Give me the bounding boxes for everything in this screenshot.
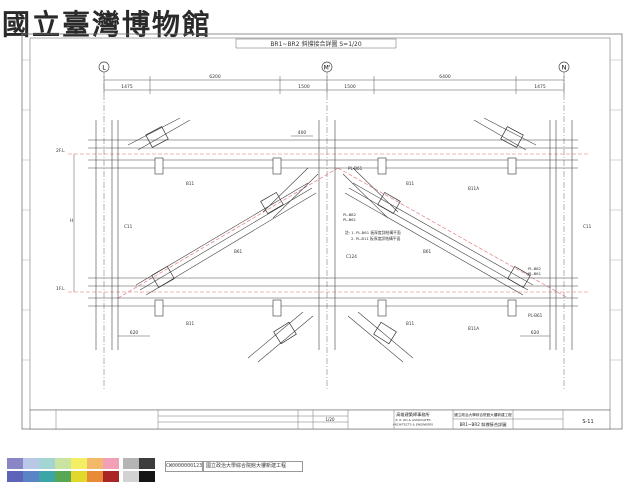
svg-text:PL-B61: PL-B61 <box>528 313 543 318</box>
inner-frame <box>29 37 611 411</box>
svg-text:M': M' <box>324 65 331 72</box>
firm-name-en-2: ARCHITECTS & ENGINEERS <box>393 423 433 427</box>
svg-text:B11A: B11A <box>468 186 479 191</box>
swatch <box>71 458 87 469</box>
title-block: 高雄建築師事務所 R. R. RO & ASSOCIATES ARCHITECT… <box>29 409 611 430</box>
archive-label: 國立政治大學綜合院館大樓新建工程 <box>203 461 303 472</box>
grid-lines <box>103 72 565 390</box>
scale-value: 1/20 <box>326 417 335 422</box>
member-labels: B11 B11 B11A B11 B11 B11A B61 B61 C11 C1… <box>124 166 592 331</box>
grid-bubble-l: L <box>98 61 110 73</box>
dim-620-left: 620 <box>130 330 139 336</box>
swatch <box>7 471 23 482</box>
svg-text:B11: B11 <box>406 321 415 326</box>
gray-swatch <box>139 458 155 469</box>
drawing-title: BR1~BR2 斜撐接合詳圖 S=1/20 <box>270 40 362 48</box>
color-swatches-row2 <box>7 471 119 482</box>
dim-620-right: 620 <box>531 330 540 336</box>
svg-text:PL-B82: PL-B82 <box>343 212 357 217</box>
gusset-plates <box>145 126 531 345</box>
svg-text:L: L <box>102 64 106 72</box>
swatch <box>55 471 71 482</box>
swatch <box>55 458 71 469</box>
gray-swatches <box>123 458 155 469</box>
grid-bubble-n: N <box>558 61 570 73</box>
firm-name-cn: 高雄建築師事務所 <box>396 411 430 418</box>
svg-text:6200: 6200 <box>209 74 221 80</box>
svg-text:6400: 6400 <box>439 74 451 80</box>
svg-text:PL-B82: PL-B82 <box>528 266 542 271</box>
svg-text:註: 1. PL-B61 板厚度詳結構平面: 註: 1. PL-B61 板厚度詳結構平面 <box>345 230 401 235</box>
svg-text:1475: 1475 <box>534 84 546 90</box>
svg-text:C11: C11 <box>124 224 133 229</box>
svg-text:B11: B11 <box>186 181 195 186</box>
museum-stamp-title: 國立臺灣博物館 <box>2 8 213 41</box>
svg-text:1500: 1500 <box>298 84 310 90</box>
svg-text:B61: B61 <box>234 249 243 254</box>
dimension-lines <box>103 76 565 94</box>
columns <box>95 120 573 350</box>
small-dims <box>118 135 550 337</box>
lower-beam <box>88 277 578 307</box>
level-label-2f: 2F.L <box>56 148 65 154</box>
gray-swatch <box>139 471 155 482</box>
gray-swatch <box>123 458 139 469</box>
swatch <box>87 471 103 482</box>
swatch <box>23 471 39 482</box>
archive-id: CW0000000123 <box>165 461 203 472</box>
red-centerlines <box>68 153 588 299</box>
swatch <box>39 458 55 469</box>
swatch <box>87 458 103 469</box>
svg-text:C124: C124 <box>346 254 357 259</box>
swatch <box>103 471 119 482</box>
level-label-1f: 1F.L <box>56 286 65 292</box>
svg-text:2. PL-B11 板厚度詳結構平面: 2. PL-B11 板厚度詳結構平面 <box>351 236 401 241</box>
svg-text:B61: B61 <box>423 249 432 254</box>
height-dim-label: H <box>70 218 73 224</box>
svg-text:PL-B61: PL-B61 <box>528 271 542 276</box>
grid-bubble-m: M' <box>321 61 333 73</box>
plate-notes: PL-B82 PL-B61 PL-B82 PL-B61 註: 1. PL-B61… <box>343 212 542 276</box>
svg-text:B11A: B11A <box>468 326 479 331</box>
project-name: 國立政治大學綜合院館大樓新建工程 <box>454 412 512 417</box>
svg-text:B11: B11 <box>406 181 415 186</box>
sheet-title: BR1~BR2 斜撐接合詳圖 <box>460 421 507 428</box>
stiffeners <box>154 157 517 317</box>
dimension-text: 1475 6200 1500 1500 6400 1475 <box>121 74 546 90</box>
firm-name-en-1: R. R. RO & ASSOCIATES <box>395 418 430 422</box>
svg-text:PL-B61: PL-B61 <box>343 217 357 222</box>
svg-text:B11: B11 <box>186 321 195 326</box>
swatch <box>23 458 39 469</box>
svg-text:1500: 1500 <box>344 84 356 90</box>
swatch <box>71 471 87 482</box>
gray-swatches-row2 <box>123 471 155 482</box>
svg-text:N: N <box>562 64 567 72</box>
svg-text:C11: C11 <box>583 224 592 229</box>
color-swatches <box>7 458 119 469</box>
svg-text:PL-B61: PL-B61 <box>348 166 363 171</box>
swatch <box>39 471 55 482</box>
drawing-sheet: BR1~BR2 斜撐接合詳圖 S=1/20 L M' N 1475 6200 1… <box>21 33 623 430</box>
svg-text:1475: 1475 <box>121 84 133 90</box>
frame-ticks <box>22 59 622 361</box>
upper-beam <box>88 139 578 169</box>
dim-400: 400 <box>298 130 307 136</box>
gray-swatch <box>123 471 139 482</box>
sheet-number: S-11 <box>582 419 593 425</box>
swatch <box>103 458 119 469</box>
swatch <box>7 458 23 469</box>
